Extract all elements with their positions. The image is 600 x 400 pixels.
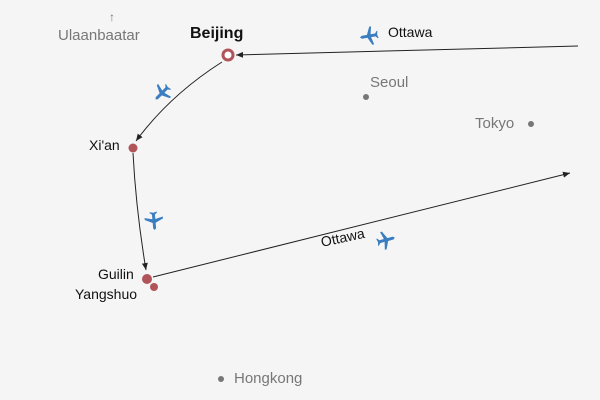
xian-marker[interactable] — [128, 143, 138, 153]
xian-label[interactable]: Xi'an — [89, 137, 120, 153]
hongkong-label: Hongkong — [234, 370, 303, 387]
guilin-marker[interactable] — [142, 274, 152, 284]
seoul-dot — [363, 94, 369, 100]
beijing-marker[interactable] — [221, 48, 235, 62]
route-ottawa-beijing — [235, 45, 579, 58]
arrival-route-label: Ottawa — [388, 24, 433, 40]
plane-icon — [155, 83, 172, 100]
route-guilin-ottawa — [152, 171, 571, 278]
route-beijing-xian — [135, 61, 223, 142]
tokyo-dot — [528, 121, 534, 127]
guilin-label[interactable]: Guilin — [98, 266, 134, 282]
plane-icon — [359, 26, 379, 45]
hongkong-dot — [218, 376, 224, 382]
ulaanbaatar-label: Ulaanbaatar — [58, 27, 140, 44]
up-arrow-icon: ↑ — [109, 10, 115, 24]
beijing-label[interactable]: Beijing — [190, 25, 244, 42]
route-xian-guilin — [132, 152, 148, 271]
seoul-label: Seoul — [370, 74, 409, 91]
plane-icon — [376, 231, 395, 250]
yangshuo-marker[interactable] — [150, 283, 158, 291]
plane-icon — [144, 211, 163, 231]
yangshuo-label[interactable]: Yangshuo — [75, 286, 138, 302]
tokyo-label: Tokyo — [475, 115, 515, 132]
